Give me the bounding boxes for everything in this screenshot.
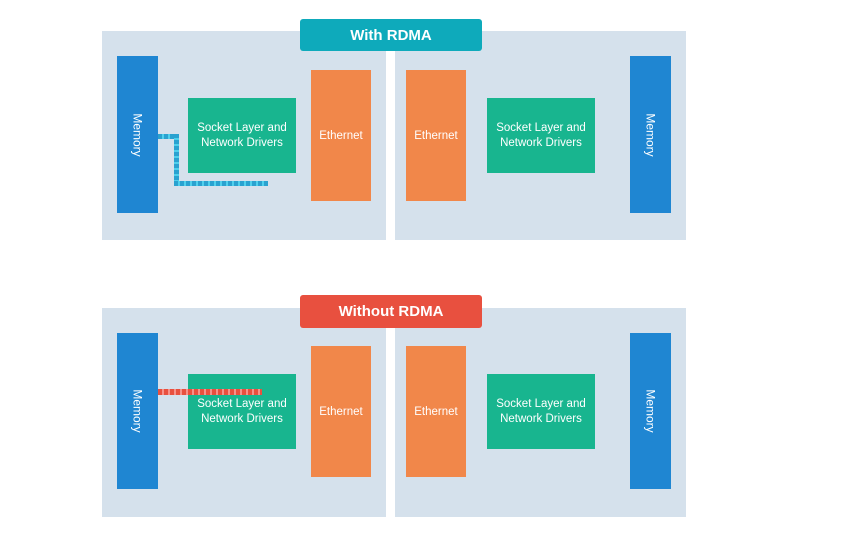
with-rdma-left-memory-block: Memory: [117, 56, 158, 213]
socket-label-line2: Network Drivers: [201, 412, 283, 425]
socket-label-line1: Socket Layer and: [197, 121, 287, 134]
ethernet-label: Ethernet: [414, 129, 458, 142]
ethernet-label: Ethernet: [319, 129, 363, 142]
socket-label-line1: Socket Layer and: [496, 397, 586, 410]
without-rdma-left-socket-layer-block: Socket Layer and Network Drivers: [188, 374, 296, 449]
memory-label: Memory: [130, 389, 145, 433]
without-rdma-right-ethernet-block: Ethernet: [406, 346, 466, 477]
with-rdma-left-socket-layer-block: Socket Layer and Network Drivers: [188, 98, 296, 173]
rdma-path-top-segment: [158, 134, 179, 139]
no-rdma-path-segment: [158, 389, 262, 395]
socket-label-line2: Network Drivers: [201, 136, 283, 149]
socket-label-line1: Socket Layer and: [496, 121, 586, 134]
without-rdma-right-memory-block: Memory: [630, 333, 671, 489]
ethernet-label: Ethernet: [414, 405, 458, 418]
rdma-path-vertical-segment: [174, 134, 179, 186]
with-rdma-right-socket-layer-block: Socket Layer and Network Drivers: [487, 98, 595, 173]
memory-label: Memory: [130, 112, 145, 157]
without-rdma-left-memory-block: Memory: [117, 333, 158, 489]
socket-label-line1: Socket Layer and: [197, 397, 287, 410]
memory-label: Memory: [643, 389, 658, 433]
without-rdma-title: Without RDMA: [300, 295, 482, 328]
rdma-path-bottom-segment: [174, 181, 268, 186]
without-rdma-left-ethernet-block: Ethernet: [311, 346, 371, 477]
with-rdma-right-ethernet-block: Ethernet: [406, 70, 466, 201]
socket-label-line2: Network Drivers: [500, 412, 582, 425]
ethernet-label: Ethernet: [319, 405, 363, 418]
without-rdma-right-socket-layer-block: Socket Layer and Network Drivers: [487, 374, 595, 449]
memory-label: Memory: [643, 112, 658, 157]
socket-label-line2: Network Drivers: [500, 136, 582, 149]
with-rdma-title: With RDMA: [300, 19, 482, 51]
with-rdma-left-ethernet-block: Ethernet: [311, 70, 371, 201]
with-rdma-right-memory-block: Memory: [630, 56, 671, 213]
